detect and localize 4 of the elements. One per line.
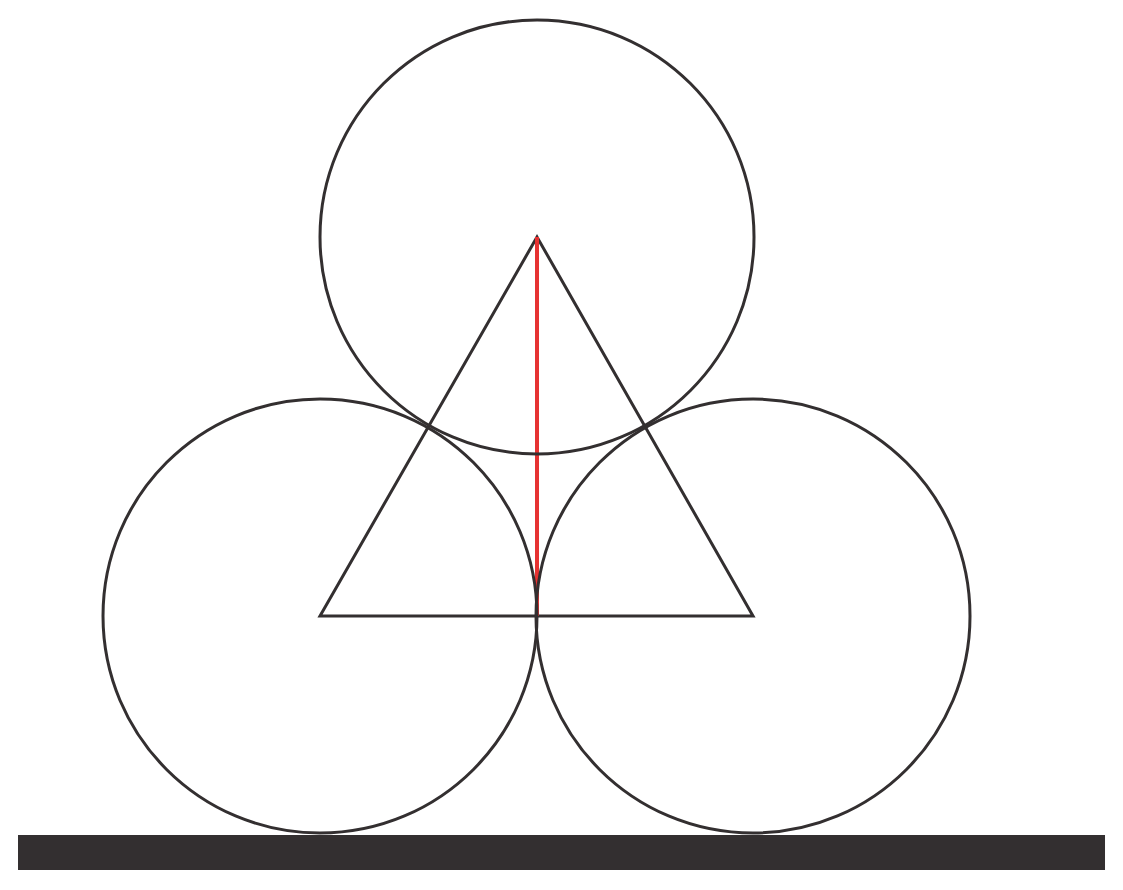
circle — [318, 18, 756, 456]
circle — [534, 397, 972, 835]
circle — [101, 397, 539, 835]
ground-bar — [18, 835, 1105, 870]
